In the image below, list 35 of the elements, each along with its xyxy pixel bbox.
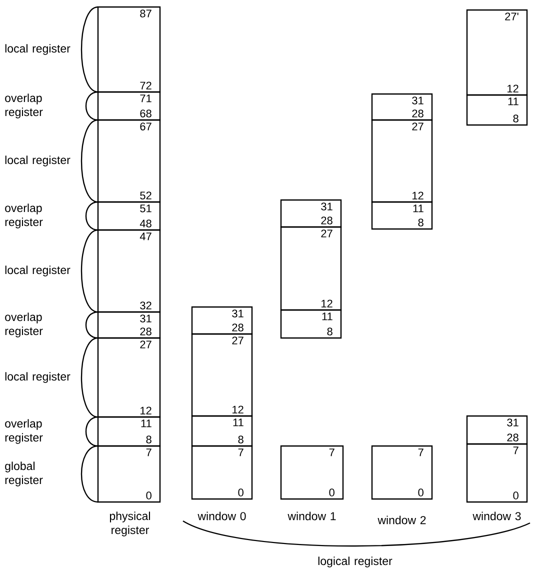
register-cell: 47 32 <box>97 229 161 313</box>
register-cell: 7 0 <box>191 445 253 500</box>
register-cell: 31 28 <box>466 415 528 445</box>
region-label: local register <box>5 44 70 55</box>
register-cell: 71 68 <box>97 91 161 121</box>
register-cell: 67 52 <box>97 119 161 203</box>
register-cell: 31 28 <box>371 93 433 121</box>
register-cell: 27 12 <box>191 333 253 417</box>
region-label: overlap register <box>5 419 43 444</box>
register-cell: 31 28 <box>191 306 253 335</box>
register-cell: 51 48 <box>97 201 161 231</box>
register-cell: 11 8 <box>280 309 342 339</box>
register-cell: 27 12 <box>280 226 342 311</box>
register-cell: 11 8 <box>191 415 253 447</box>
region-label: overlap register <box>5 94 43 118</box>
region-label: local register <box>5 156 70 166</box>
region-label: local register <box>5 266 70 276</box>
register-cell: 7 0 <box>280 445 344 500</box>
register-cell: 11 8 <box>97 416 161 447</box>
region-label: local register <box>5 372 70 383</box>
register-cell: 7 0 <box>97 445 161 503</box>
region-label: overlap register <box>5 204 43 228</box>
region-label: global register <box>5 462 43 486</box>
register-cell: 31 28 <box>97 311 161 339</box>
register-cell: 7 0 <box>466 443 528 503</box>
register-cell: 27 12 <box>97 337 161 418</box>
register-cell: 27' 12 <box>466 9 528 96</box>
register-cell: 31 28 <box>280 199 342 228</box>
register-cell: 7 0 <box>371 445 433 500</box>
register-cell: 27 12 <box>371 119 433 203</box>
register-cell: 11 8 <box>371 201 433 230</box>
region-label: overlap register <box>5 312 43 338</box>
register-cell: 87 72 <box>97 6 161 93</box>
column-label: logical register <box>318 556 392 568</box>
register-cell: 11 8 <box>466 94 528 126</box>
